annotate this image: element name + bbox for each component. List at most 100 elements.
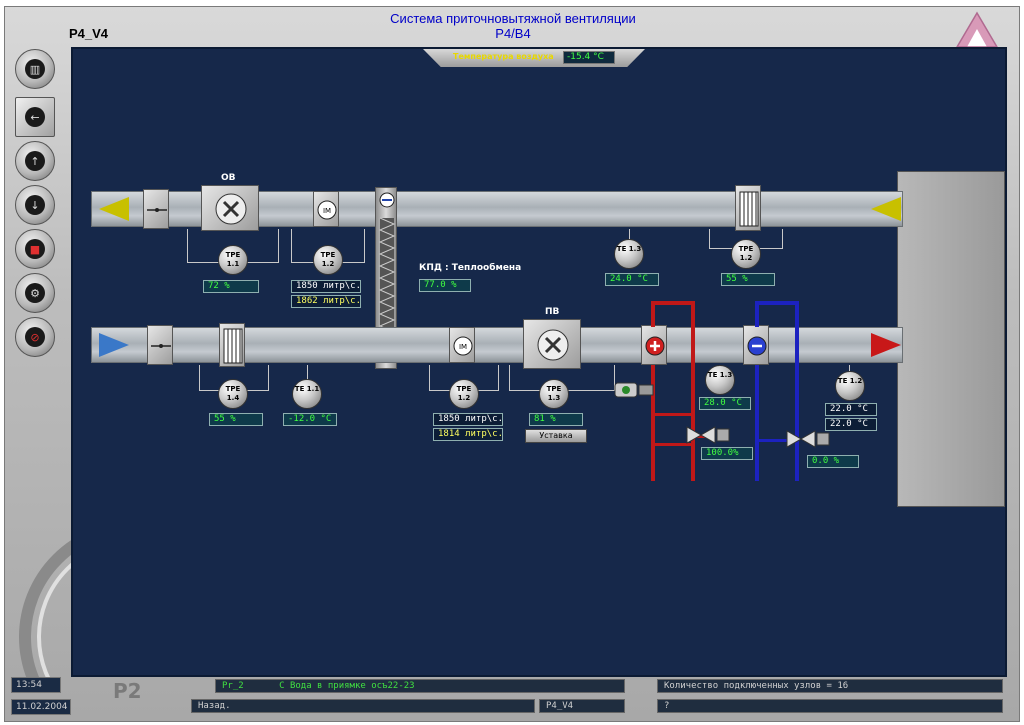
alarm-code: Pr_2 — [222, 681, 244, 691]
heater-pipe — [691, 435, 713, 438]
tpe14-value: 55 % — [209, 413, 263, 426]
gear-icon: ⚙ — [25, 283, 45, 303]
sensor-tpe12b[interactable]: TPE 1.2 — [731, 239, 761, 269]
sensor-tpe14[interactable]: TPE 1.4 — [218, 379, 248, 409]
supply-fan-label: ПВ — [545, 307, 560, 317]
outdoor-temp-value: -15.4 °C — [563, 51, 615, 64]
nodes-status: Количество подключенных узлов = 16 — [657, 679, 1003, 693]
sensor-tpe12[interactable]: TPE 1.2 — [313, 245, 343, 275]
alarm-off-button[interactable]: ⊘ — [15, 317, 55, 357]
outdoor-temp-tab: Температура воздуха -15.4 °C — [423, 49, 645, 67]
heater-valve-value: 100.0% — [701, 447, 753, 460]
exhaust-flow-meter[interactable]: IM — [313, 191, 339, 227]
supply-filter — [219, 323, 245, 367]
fan-icon — [215, 193, 247, 225]
tpe12s-setpoint: 1850 литр\с. — [433, 413, 503, 426]
supply-inlet-arrow-icon — [99, 333, 129, 357]
page-title: Система приточновытяжной вентиляции — [390, 11, 636, 26]
exhaust-fan-label: ОВ — [221, 173, 236, 183]
heater-pipe — [651, 301, 655, 327]
panel-id: P2 — [113, 679, 142, 703]
cooler-pipe — [755, 439, 795, 442]
heater-pipe — [651, 301, 693, 305]
help-field[interactable]: ? — [657, 699, 1003, 713]
heater-pipe — [655, 413, 695, 416]
settings-button[interactable]: ⚙ — [15, 273, 55, 313]
cooler-pipe — [795, 301, 799, 481]
flow-meter-icon: IM — [317, 200, 337, 220]
damper-icon — [147, 208, 167, 212]
te12-actual: 22.0 °C — [825, 418, 877, 431]
page-subtitle: P4/B4 — [495, 26, 531, 41]
te13s-value: 28.0 °C — [699, 397, 751, 410]
alarm-bar[interactable]: Pr_2 С Вода в приямке осъ22-23 — [215, 679, 625, 693]
fan-icon — [537, 329, 569, 361]
up-arrow-icon: ↑ — [25, 151, 45, 171]
exhaust-fan[interactable] — [201, 185, 259, 231]
tpe12s-actual: 1814 литр\с. — [433, 428, 503, 441]
stop-button[interactable]: ■ — [15, 229, 55, 269]
page-name-field: P4_V4 — [539, 699, 625, 713]
tpe12b-value: 55 % — [721, 273, 775, 286]
overview-button[interactable]: ▥ — [15, 49, 55, 89]
heater-pipe — [691, 301, 695, 481]
down-button[interactable]: ↓ — [15, 185, 55, 225]
connector — [629, 229, 630, 241]
cooler-coil[interactable] — [743, 325, 769, 365]
tpe11-value: 72 % — [203, 280, 259, 293]
sensor-te11[interactable]: TE 1.1 — [292, 379, 322, 409]
heater-coil[interactable] — [641, 325, 667, 365]
title-bar: Система приточновытяжной вентиляции P4/B… — [5, 7, 1021, 45]
heater-icon — [645, 336, 665, 356]
te13-value: 24.0 °C — [605, 273, 659, 286]
sensor-te13[interactable]: TE 1.3 — [614, 239, 644, 269]
fan-setpoint-button[interactable]: Уставка — [525, 429, 587, 443]
clock-date: 11.02.2004 — [11, 699, 71, 715]
supply-duct — [91, 327, 903, 363]
cooler-pipe — [755, 301, 797, 305]
heater-pipe — [651, 443, 691, 446]
cooler-icon — [747, 336, 767, 356]
svg-text:IM: IM — [459, 343, 467, 351]
cooler-pipe — [755, 301, 759, 327]
supply-fan[interactable] — [523, 319, 581, 369]
filter-icon — [223, 328, 243, 364]
svg-text:IM: IM — [323, 207, 331, 215]
process-panel: Температура воздуха -15.4 °C ОВ IM — [71, 47, 1007, 677]
sensor-tpe13[interactable]: TPE 1.3 — [539, 379, 569, 409]
alarm-off-icon: ⊘ — [25, 327, 45, 347]
outdoor-temp-label: Температура воздуха — [453, 52, 554, 61]
ventilated-room — [897, 171, 1005, 507]
heater-valve-icon[interactable] — [685, 423, 731, 447]
heater-pipe — [651, 365, 655, 481]
heat-exchange-label: КПД : Теплообмена — [419, 263, 522, 273]
filter-icon — [739, 191, 759, 227]
alarm-text: С Вода в приямке осъ22-23 — [279, 681, 415, 691]
cooler-valve-icon[interactable] — [785, 427, 831, 451]
back-link[interactable]: Назад. — [191, 699, 535, 713]
sensor-te13s[interactable]: TE 1.3 — [705, 365, 735, 395]
exhaust-inlet-arrow-icon — [871, 197, 901, 221]
supply-flow-meter[interactable]: IM — [449, 327, 475, 363]
back-icon: ← — [25, 107, 45, 127]
exhaust-filter — [735, 185, 761, 231]
supply-outlet-arrow-icon — [871, 333, 901, 357]
heat-exchange-value: 77.0 % — [419, 279, 471, 292]
stop-icon: ■ — [25, 239, 45, 259]
sensor-tpe12s[interactable]: TPE 1.2 — [449, 379, 479, 409]
tpe13-value: 81 % — [529, 413, 583, 426]
tpe12-setpoint: 1850 литр\с. — [291, 280, 361, 293]
flow-meter-icon: IM — [453, 336, 473, 356]
clock-time: 13:54 — [11, 677, 61, 693]
sensor-te12[interactable]: TE 1.2 — [835, 371, 865, 401]
logo-icon — [955, 11, 999, 48]
heater-pump-icon[interactable] — [613, 379, 657, 401]
te11-value: -12.0 °C — [283, 413, 337, 426]
exhaust-damper[interactable] — [143, 189, 169, 229]
screen-id: P4_V4 — [69, 26, 109, 41]
back-button[interactable]: ← — [15, 97, 55, 137]
supply-damper[interactable] — [147, 325, 173, 365]
up-button[interactable]: ↑ — [15, 141, 55, 181]
tpe12-actual: 1862 литр\с. — [291, 295, 361, 308]
sensor-tpe11[interactable]: TPE 1.1 — [218, 245, 248, 275]
